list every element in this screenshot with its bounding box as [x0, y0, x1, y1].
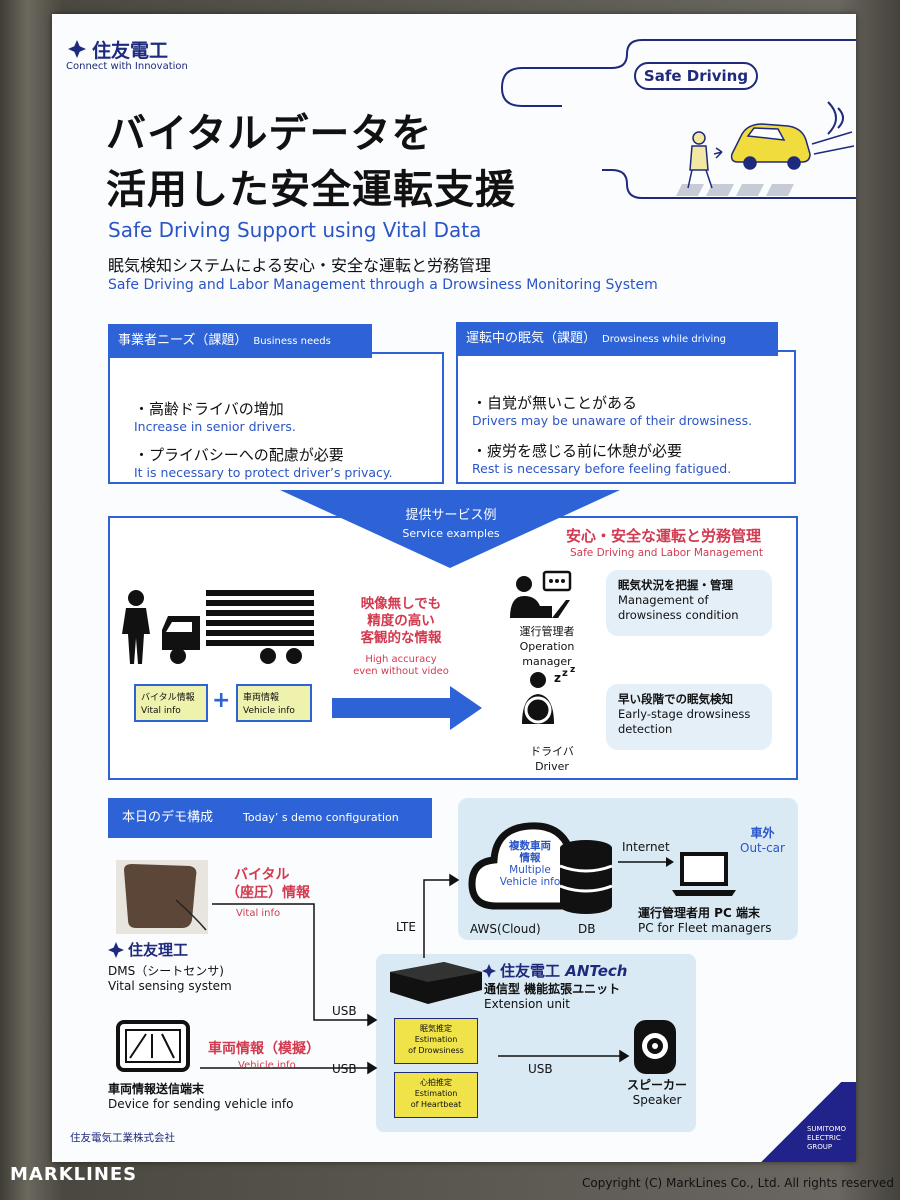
- operation-manager-icon: [510, 570, 572, 618]
- usb-label-3: USB: [528, 1062, 553, 1076]
- outcar-label: 車外 Out-car: [740, 826, 785, 855]
- company-logo-name: 住友電工: [92, 40, 169, 62]
- operation-manager-label: 運行管理者 Operation manager: [519, 625, 575, 668]
- dms-label: DMS（シートセンサ) Vital sensing system: [108, 964, 232, 993]
- drowsiness-item: ・疲労を感じる前に休憩が必要 Rest is necessary before …: [472, 442, 732, 476]
- service-flow-arrow: [332, 686, 482, 730]
- plus-sign: +: [212, 688, 231, 713]
- business-needs-box: ・高齢ドライバの増加 Increase in senior drivers. ・…: [108, 352, 444, 484]
- no-video-text-en: High accuracy even without video: [353, 654, 449, 677]
- vital-info-label: バイタル （座圧）情報: [226, 867, 310, 901]
- vital-info-label-en: Vital info: [236, 908, 281, 919]
- extension-unit-label: 通信型 機能拡張ユニット Extension unit: [484, 982, 621, 1011]
- road-illustration: [500, 39, 856, 199]
- extension-unit-icon: [390, 962, 482, 1004]
- lte-label: LTE: [396, 920, 416, 934]
- cloud-icon: [468, 822, 613, 914]
- page-title: バイタルデータを 活用した安全運転支援: [106, 111, 516, 213]
- no-video-text: 映像無しでも 精度の高い 客観的な情報: [360, 596, 442, 646]
- vehicle-device-icon: [116, 1020, 190, 1072]
- subtitle-en: Safe Driving and Labor Management throug…: [108, 277, 658, 293]
- internet-arrow: [618, 857, 674, 867]
- svg-text:z: z: [554, 671, 561, 685]
- company-tagline: Connect with Innovation: [66, 61, 188, 72]
- laptop-icon: [672, 852, 736, 896]
- service-examples-label: 提供サービス例 Service examples: [402, 508, 500, 540]
- poster: 住友電工 Connect with Innovation バイタルデータを 活用…: [52, 14, 856, 1162]
- business-need-item: ・プライバシーへの配慮が必要 It is necessary to protec…: [134, 446, 393, 480]
- drowsiness-tab: 運転中の眠気（課題）Drowsiness while driving: [456, 322, 778, 356]
- safe-driving-badge: Safe Driving: [634, 62, 758, 90]
- seat-sensor-photo: [116, 860, 208, 934]
- sumitomo-riko-logo-icon: [108, 942, 124, 958]
- device-label: 車両情報送信端末 Device for sending vehicle info: [108, 1082, 294, 1111]
- speaker-label: スピーカー Speaker: [626, 1078, 687, 1107]
- service-headline: 安心・安全な運転と労務管理: [566, 527, 762, 545]
- drowsiness-box: ・自覚が無いことがある Drivers may be unaware of th…: [456, 350, 796, 484]
- vehicle-info-label-en: Vehicle info: [238, 1060, 296, 1071]
- db-label: DB: [578, 922, 596, 936]
- speaker-icon: [634, 1020, 676, 1074]
- subtitle-jp: 眠気検知システムによる安心・安全な運転と労務管理: [108, 256, 492, 275]
- svg-text:z: z: [562, 668, 568, 679]
- service-arrow: [280, 490, 620, 568]
- truck-icon: [122, 590, 314, 664]
- usb-label-1: USB: [332, 1004, 357, 1018]
- cloud-label: 複数車両 情報 Multiple Vehicle info: [499, 840, 561, 888]
- marklines-watermark: MARKLINES: [10, 1164, 138, 1185]
- antech-logo-icon: [482, 964, 496, 978]
- group-corner: [746, 1082, 856, 1162]
- sumitomo-logo-icon: [68, 40, 86, 58]
- usb-label-2: USB: [332, 1062, 357, 1076]
- driver-bubble: 早い段階での眠気検知 Early-stage drowsiness detect…: [606, 684, 772, 750]
- business-needs-tab: 事業者ニーズ（課題）Business needs: [108, 324, 372, 358]
- page-title-en: Safe Driving Support using Vital Data: [108, 218, 482, 242]
- driver-label: ドライバ Driver: [530, 745, 574, 773]
- vehicle-info-label: 車両情報（模擬）: [208, 1041, 320, 1057]
- service-headline-en: Safe Driving and Labor Management: [570, 547, 763, 559]
- company-footer: 住友電気工業株式会社: [70, 1132, 175, 1144]
- copyright-text: Copyright (C) MarkLines Co., Ltd. All ri…: [582, 1176, 894, 1190]
- aws-label: AWS(Cloud): [470, 922, 541, 936]
- manager-bubble: 眠気状況を把握・管理 Management of drowsiness cond…: [606, 570, 772, 636]
- seat-sensor-icon: [124, 864, 207, 931]
- antech-logo: 住友電工 ANTech: [500, 962, 628, 980]
- drowsiness-item: ・自覚が無いことがある Drivers may be unaware of th…: [472, 394, 753, 428]
- pc-label: 運行管理者用 PC 端末 PC for Fleet managers: [638, 906, 772, 935]
- sumitomo-riko-logo: 住友理工: [128, 941, 189, 959]
- driver-icon: z z z: [522, 666, 575, 724]
- business-need-item: ・高齢ドライバの増加 Increase in senior drivers.: [134, 400, 296, 434]
- svg-text:z: z: [570, 666, 575, 675]
- internet-label: Internet: [622, 840, 670, 854]
